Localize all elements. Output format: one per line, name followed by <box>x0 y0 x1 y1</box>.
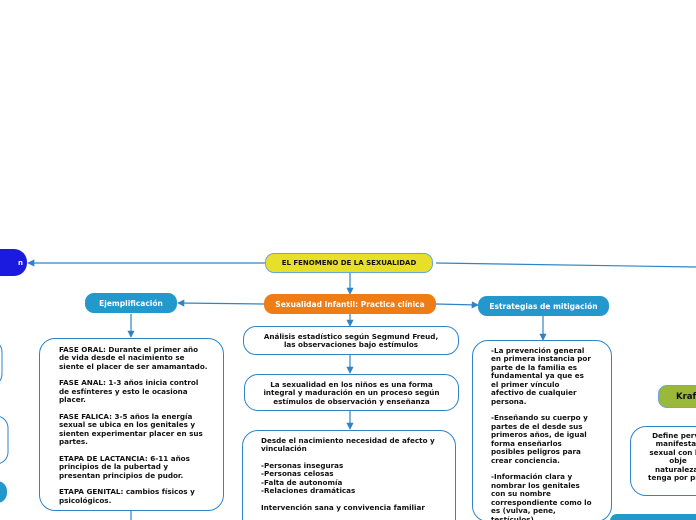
needs-item-4: -Relaciones dramáticas <box>261 486 356 496</box>
phase-genital: ETAPA GENITAL: cambios físicos y psicoló… <box>59 487 195 505</box>
needs-outro: Intervención sana y convivencia familiar <box>261 502 425 512</box>
analysis-text: Análisis estadístico según Segmund Freud… <box>263 332 439 350</box>
center-title: Sexualidad Infantil: Practica clínica <box>275 299 425 309</box>
branch-estrategias[interactable]: Estrategias de mitigación <box>478 296 609 316</box>
root-node[interactable]: EL FENOMENO DE LA SEXUALIDAD <box>265 253 433 273</box>
development-text: La sexualidad en los niños es una forma … <box>263 380 440 406</box>
branch-ejemplificacion-label: Ejemplificación <box>99 298 163 308</box>
development-box: La sexualidad en los niños es una forma … <box>244 374 459 411</box>
partial-pill-left-bottom <box>0 481 7 503</box>
needs-box: Desde el nacimiento necesidad de afecto … <box>242 430 456 520</box>
strategies-box: -La prevención general en primera instan… <box>472 340 612 520</box>
strategy-3: -Información clara y nombrar los genital… <box>491 472 592 520</box>
phases-box: FASE ORAL: Durante el primer año de vida… <box>39 338 224 511</box>
partial-box-left-mid <box>0 416 9 464</box>
left-edge-node[interactable]: n <box>0 249 27 276</box>
needs-item-3: -Falta de autonomía <box>261 477 343 487</box>
phase-falica: FASE FALICA: 3-5 años la energía sexual … <box>59 411 203 447</box>
phase-anal: FASE ANAL: 1-3 años inicia control de es… <box>59 378 199 405</box>
kraf-desc-box: Define perve manifestac sexual con los o… <box>630 426 696 496</box>
phase-lactancia: ETAPA DE LACTANCIA: 6-11 años principios… <box>59 453 190 480</box>
link-root-right <box>435 262 696 268</box>
needs-intro: Desde el nacimiento necesidad de afecto … <box>261 436 435 454</box>
phase-oral: FASE ORAL: Durante el primer año de vida… <box>59 345 208 371</box>
branch-estrategias-label: Estrategias de mitigación <box>489 301 598 311</box>
link-center-right <box>435 301 479 309</box>
needs-item-1: -Personas inseguras <box>261 460 344 470</box>
kraf-desc-text: Define perve manifestac sexual con los o… <box>648 431 696 483</box>
analysis-box: Análisis estadístico según Segmund Freud… <box>243 326 459 355</box>
needs-item-2: -Personas celosas <box>261 469 334 479</box>
kraf-node[interactable]: Kraf <box>658 385 696 408</box>
strategy-1: -La prevención general en primera instan… <box>491 346 591 406</box>
link-center-left <box>177 299 265 307</box>
center-node[interactable]: Sexualidad Infantil: Practica clínica <box>264 294 436 314</box>
left-edge-node-label: n <box>18 258 23 267</box>
partial-box-left-top <box>0 344 3 382</box>
kraf-node-label: Kraf <box>676 391 696 402</box>
branch-ejemplificacion[interactable]: Ejemplificación <box>85 293 177 313</box>
root-title: EL FENOMENO DE LA SEXUALIDAD <box>281 259 417 267</box>
partial-pill-bottom-right <box>610 514 696 520</box>
strategy-2: -Enseñando su cuerpo y partes de el desd… <box>491 413 588 465</box>
